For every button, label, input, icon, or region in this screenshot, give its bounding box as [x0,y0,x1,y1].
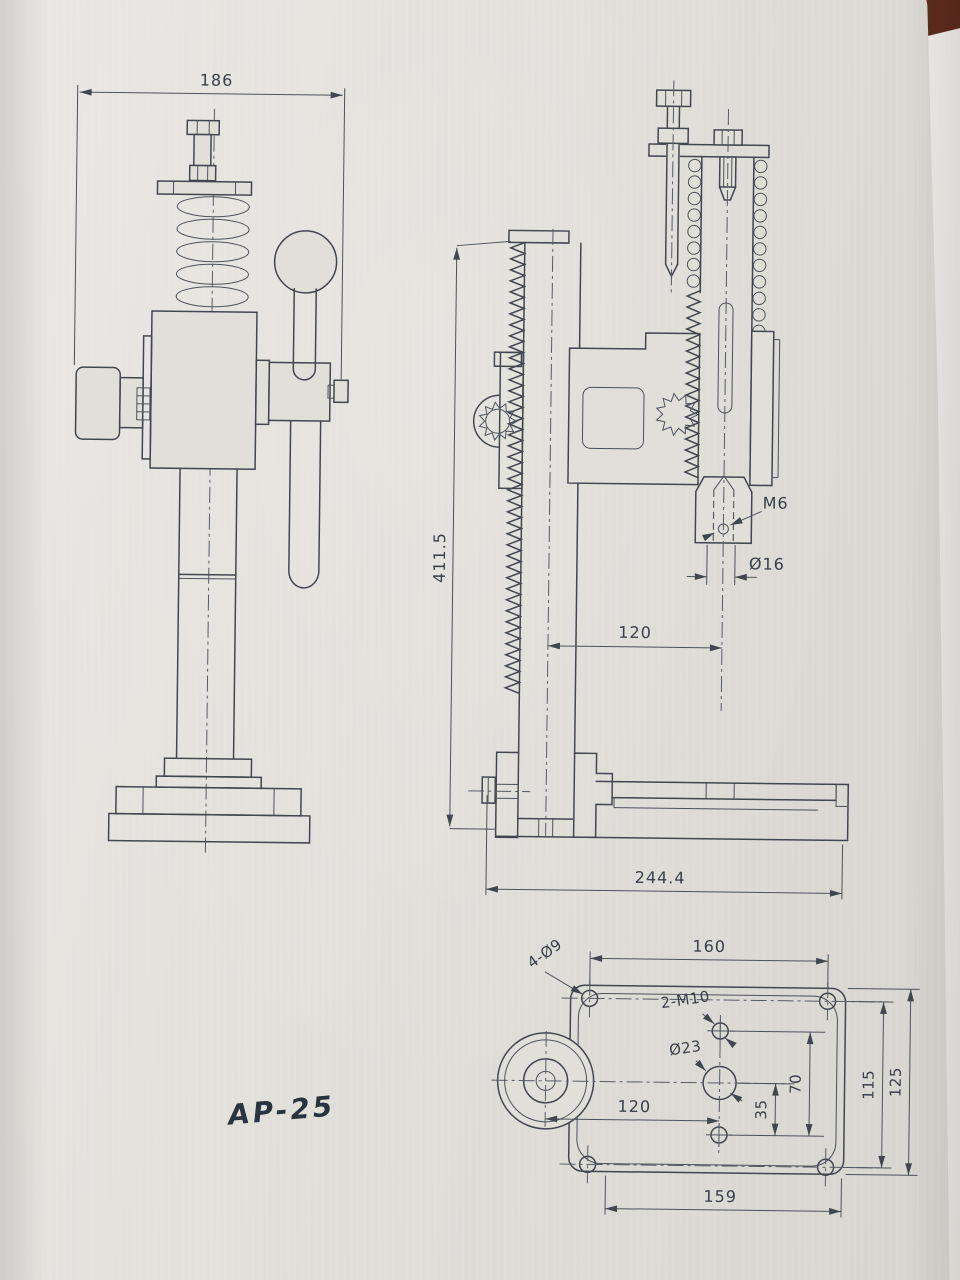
dia16-label: Ø16 [749,554,785,573]
pinion-gear-left [478,401,518,441]
dim-160: 160 [589,937,829,990]
dim-115-label: 115 [859,1070,877,1100]
pinion-gear-right [655,392,699,437]
callout-m6: M6 [702,493,789,542]
spring-coil [175,196,250,308]
bearing-housing [749,330,775,487]
dim-186: 186 [73,71,346,380]
dim-35: 35 [737,1082,791,1136]
dim-125: 125 [845,988,920,1176]
front-view: 186 [73,71,349,853]
spring-cap-plate [156,180,253,196]
dim-dia16: Ø16 [686,544,785,586]
dim-411-5: 411.5 [430,240,511,830]
dim-120-side-label: 120 [618,623,652,642]
spindle-centerline [720,108,730,711]
dim-115: 115 [845,1001,892,1169]
column-side [503,229,582,754]
column-rack-teeth [503,241,527,695]
2m10-label: 2-M10 [659,987,711,1012]
dia23-label: Ø23 [668,1037,703,1059]
dim-160-label: 160 [692,937,726,956]
dim-120-side: 120 [547,623,722,652]
column-centerline [545,228,554,836]
dim-125-label: 125 [886,1067,904,1097]
clamp-knob [74,366,151,441]
dim-159: 159 [604,1175,842,1218]
dim-120-plan: 120 [545,1097,720,1125]
dim-70-label: 70 [786,1074,804,1094]
hand-lever [254,230,349,589]
base-side-section [468,751,850,842]
head-window [581,386,645,450]
dim-244-4: 244.4 [485,795,844,900]
dim-35-label: 35 [752,1099,770,1119]
rack-guide-and-pinion [472,351,525,490]
dim-244-4-label: 244.4 [635,868,686,888]
dim-159-label: 159 [703,1187,737,1206]
return-spring-right-coils [752,159,768,339]
top-plate-and-bolts [648,80,770,295]
head-body-block [149,310,258,470]
stepped-base-front [107,757,311,844]
dim-411-5-label: 411.5 [430,532,450,583]
plan-view: 160 4-Ø9 2-M10 Ø23 [491,935,920,1218]
side-view: 411.5 M6 Ø16 [430,80,850,900]
callout-dia23: Ø23 [668,1037,743,1103]
top-adjust-bolt [186,119,221,182]
dim-70: 70 [728,1030,826,1137]
callout-4dia9: 4-Ø9 [524,935,583,995]
dim-120-plan-label: 120 [617,1097,651,1116]
spindle-rack-teeth [683,289,703,479]
4dia9-label: 4-Ø9 [524,935,566,972]
return-spring-left-coils [686,158,702,288]
column-front [175,467,238,760]
m6-label: M6 [763,493,789,512]
head-side [567,332,701,486]
dim-186-label: 186 [200,71,234,90]
